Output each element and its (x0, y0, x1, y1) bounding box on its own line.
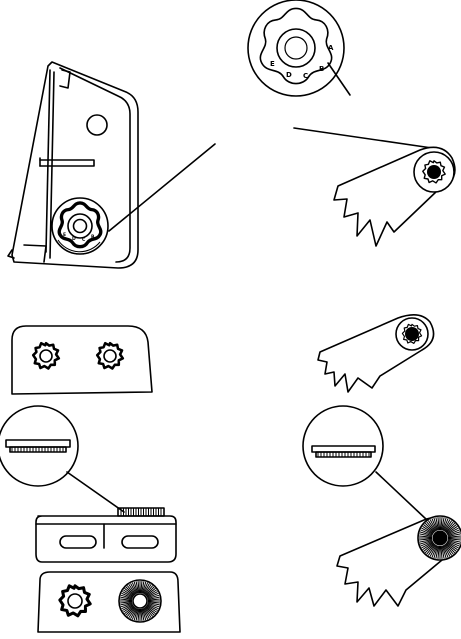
bracket-side-view: E D C B (8, 62, 138, 268)
knob-label-e: E (63, 232, 66, 238)
bracket-front-view (12, 326, 152, 394)
strip-detail-callout-left (0, 406, 124, 512)
bracket-top-view (36, 508, 176, 562)
dial-label-a: A (328, 44, 334, 52)
knob-label-b: B (91, 234, 95, 240)
dial-label-b: B (319, 65, 324, 73)
dial-label-e: E (270, 60, 275, 68)
bracket-front-teeth (38, 572, 180, 632)
transducer-arm-middle (318, 315, 434, 392)
dial-label-d: D (286, 71, 292, 79)
transducer-arm-lower (337, 516, 461, 606)
knob-label-d: D (72, 236, 76, 242)
dial-label-c: C (303, 72, 308, 80)
transducer-arm-upper (294, 128, 455, 246)
strip-detail-callout-right (303, 406, 427, 520)
